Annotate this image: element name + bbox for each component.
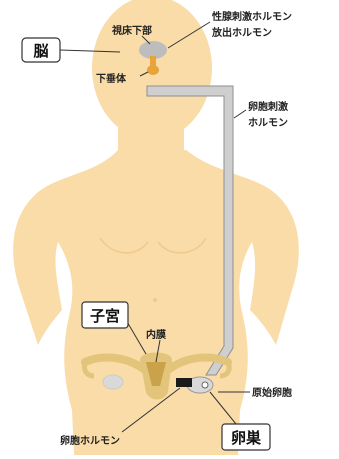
brain-label-frame — [21, 37, 61, 63]
ovary-label: 卵巣 — [231, 429, 262, 447]
fsh-label-line1: 卵胞刺激 — [248, 100, 288, 113]
ovary-label-box: 卵巣 — [221, 423, 271, 451]
breast-contour-left — [99, 237, 149, 254]
hypothalamus-mark — [139, 41, 167, 59]
uterus-leader — [125, 319, 147, 355]
fallopian-tube-left — [81, 353, 149, 374]
primordial-follicle-label: 原始卵胞 — [252, 386, 292, 399]
estrogen-secretion-band — [176, 378, 192, 387]
ovary-left — [102, 374, 124, 390]
ovary-leader — [209, 391, 237, 425]
pituitary-label: 下垂体 — [96, 72, 127, 85]
ovary-label-frame — [221, 423, 271, 451]
navel — [153, 298, 157, 302]
estrogen-label: 卵胞ホルモン — [60, 434, 120, 447]
hypothalamus-leader — [141, 35, 151, 45]
hypothalamus-label: 視床下部 — [111, 24, 152, 37]
fsh-leader — [233, 109, 247, 119]
endometrium-lining — [146, 362, 166, 386]
endometrium-label: 内膜 — [146, 328, 166, 341]
pituitary-gland — [147, 65, 159, 75]
fimbria-left — [81, 360, 95, 379]
primordial-follicle-mark — [201, 381, 209, 389]
gnrh-label-line2: 放出ホルモン — [211, 26, 272, 39]
gnrh-label-line1: 性腺刺激ホルモン — [211, 10, 292, 23]
fallopian-tube-right — [164, 353, 232, 374]
uterus-label-box: 子宮 — [81, 301, 129, 329]
uterus-label: 子宮 — [90, 307, 120, 325]
brain-label: 脳 — [33, 42, 48, 60]
brain-label-box: 脳 — [21, 37, 61, 63]
fsh-label-line2: ホルモン — [248, 117, 288, 129]
leader-lines — [59, 21, 250, 433]
gnrh-leader — [167, 21, 211, 49]
fimbria-right — [219, 360, 232, 379]
estrogen-leader — [121, 387, 181, 433]
breast-contour-right — [157, 237, 207, 254]
torso — [13, 150, 299, 455]
brain-leader — [59, 49, 121, 53]
uterus-organ — [81, 352, 232, 400]
pituitary-leader — [139, 71, 149, 77]
pituitary-stalk — [150, 56, 156, 68]
fsh-pathway-tube — [146, 85, 234, 376]
endometrium-leader — [155, 339, 161, 363]
uterus-label-frame — [81, 301, 129, 329]
brain-region — [139, 41, 167, 75]
